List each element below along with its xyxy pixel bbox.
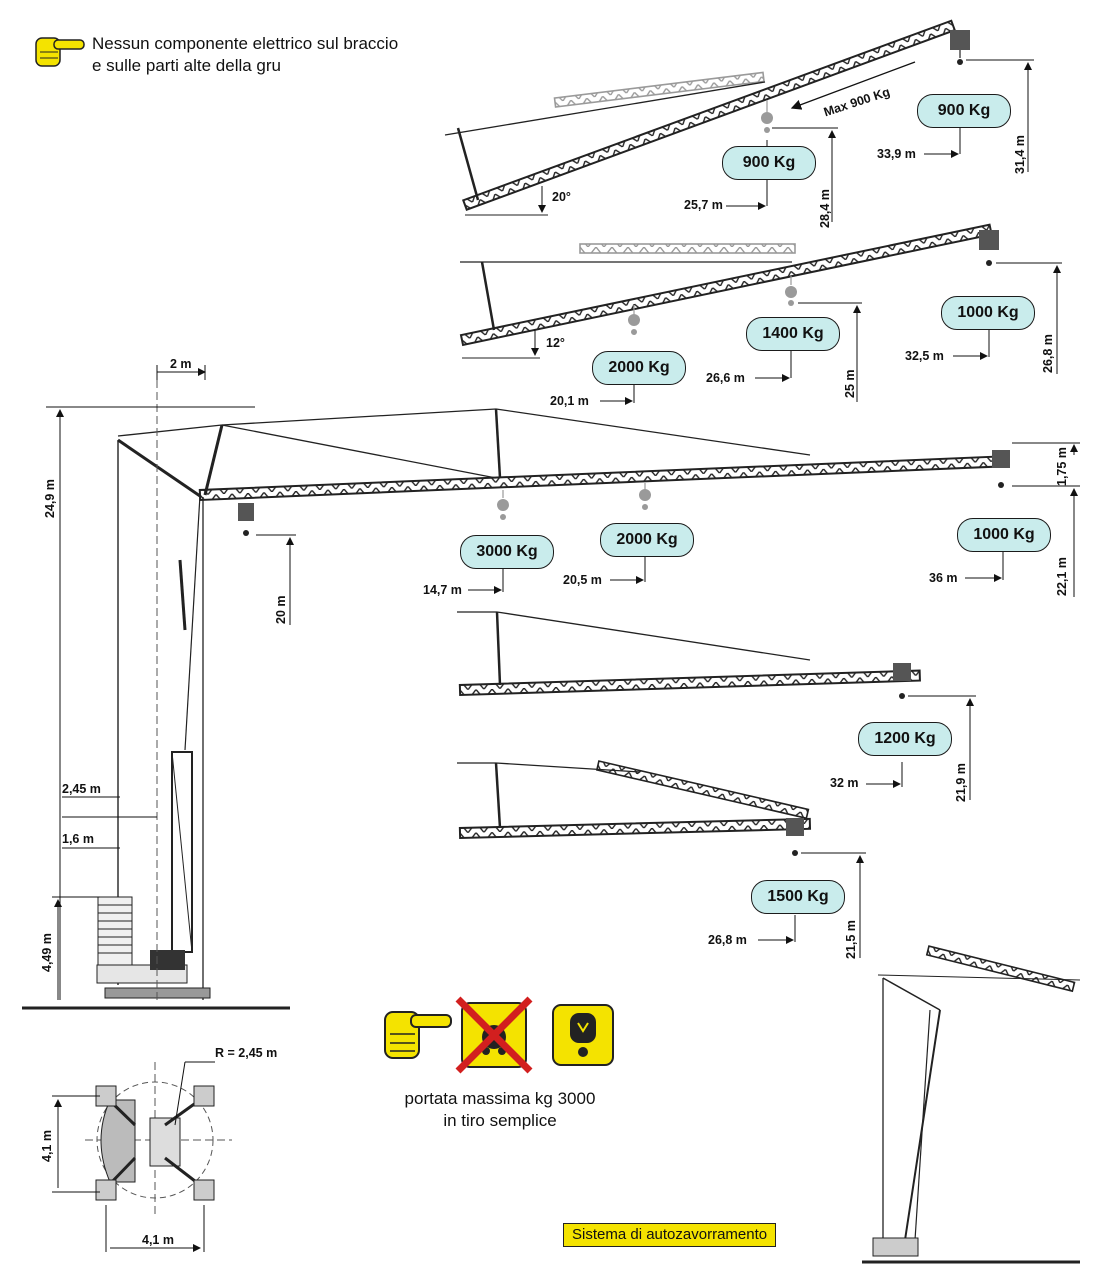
- load-pill: 1200 Kg: [858, 722, 952, 756]
- load-pill: 1000 Kg: [957, 518, 1051, 552]
- angle-20: 20°: [552, 190, 571, 204]
- ballast-height-label: 4,49 m: [40, 933, 54, 972]
- radius-label: 20,1 m: [550, 394, 589, 408]
- radius-label: 26,6 m: [706, 371, 745, 385]
- height-label: 26,8 m: [1041, 334, 1055, 373]
- pointing-hand-icon: [384, 1011, 452, 1059]
- tail-radius-label: 2,45 m: [62, 782, 101, 796]
- max-capacity-caption: portata massima kg 3000 in tiro semplice: [380, 1088, 620, 1132]
- radius-label: 32,5 m: [905, 349, 944, 363]
- radius-label: 25,7 m: [684, 198, 723, 212]
- caption-line-1: portata massima kg 3000: [404, 1089, 596, 1108]
- sistema-label: Sistema di autozavorramento: [563, 1223, 777, 1247]
- height-label: 31,4 m: [1013, 135, 1027, 174]
- height-label: 21,9 m: [954, 763, 968, 802]
- self-ballast-crane: [862, 945, 1081, 1264]
- config-32m: [457, 611, 976, 800]
- load-pill: 3000 Kg: [460, 535, 554, 569]
- load-pill: 1000 Kg: [941, 296, 1035, 330]
- offset-label: 1,6 m: [62, 832, 94, 846]
- note-line-2: e sulle parti alte della gru: [92, 56, 282, 75]
- radius-label: 36 m: [929, 571, 958, 585]
- base-depth-label: 4,1 m: [40, 1130, 54, 1162]
- radius-label: 33,9 m: [877, 147, 916, 161]
- height-label: 21,5 m: [844, 920, 858, 959]
- safety-note: Nessun componente elettrico sul braccio …: [92, 33, 398, 77]
- radius-label: 20,5 m: [563, 573, 602, 587]
- config-20deg: [444, 19, 1034, 222]
- height-label: 25 m: [843, 369, 857, 399]
- load-pill: 1500 Kg: [751, 880, 845, 914]
- outrigger-radius-label: R = 2,45 m: [215, 1046, 278, 1060]
- total-height-label: 24,9 m: [43, 479, 57, 518]
- under-hook-height-label: 20 m: [274, 595, 288, 625]
- caption-line-2: in tiro semplice: [443, 1111, 557, 1130]
- base-width-label: 4,1 m: [142, 1233, 174, 1247]
- pointing-hand-icon: [35, 37, 85, 67]
- base-plan: [52, 1061, 232, 1252]
- note-line-1: Nessun componente elettrico sul braccio: [92, 34, 399, 53]
- load-pill: 900 Kg: [917, 94, 1011, 128]
- config-12deg: [459, 223, 1062, 405]
- load-pill: 1400 Kg: [746, 317, 840, 351]
- load-pill: 2000 Kg: [592, 351, 686, 385]
- radius-label: 32 m: [830, 776, 859, 790]
- tip-offset-label: 1,75 m: [1055, 447, 1069, 486]
- load-pill: 2000 Kg: [600, 523, 694, 557]
- main-crane: [22, 365, 1080, 1010]
- height-label: 28,4 m: [818, 189, 832, 228]
- single-hook-icon: [552, 1004, 614, 1066]
- height-label: 22,1 m: [1055, 557, 1069, 596]
- double-hook-forbidden-icon: [455, 996, 533, 1074]
- top-width-label: 2 m: [170, 357, 192, 371]
- angle-12: 12°: [546, 336, 565, 350]
- config-folded: [457, 760, 866, 958]
- radius-label: 26,8 m: [708, 933, 747, 947]
- radius-label: 14,7 m: [423, 583, 462, 597]
- load-pill: 900 Kg: [722, 146, 816, 180]
